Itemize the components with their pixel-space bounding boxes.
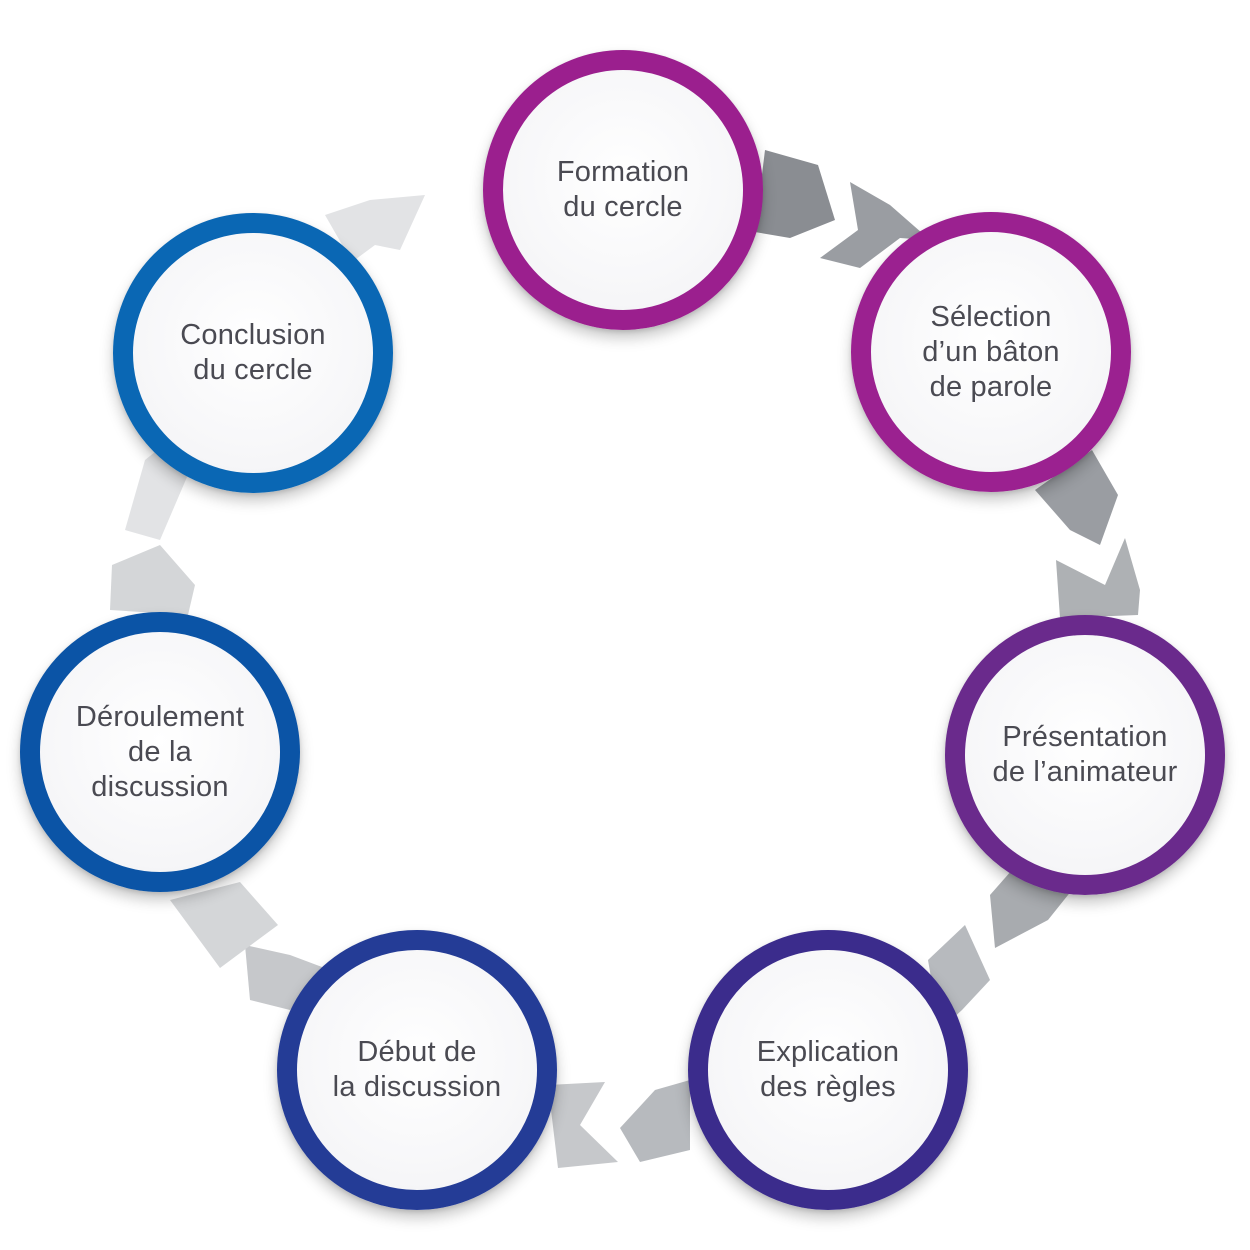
connector-arrow-2b (1056, 538, 1140, 618)
connector-arrow-4 (620, 1080, 690, 1162)
connector-arrow-1 (755, 150, 835, 238)
step-explication-regles: Explication des règles (688, 930, 968, 1210)
step-label: Explication des règles (756, 1036, 900, 1103)
step-selection-baton-de-parole: Sélection d’un bâton de parole (851, 212, 1131, 492)
connector-arrow-4b (548, 1082, 618, 1168)
step-conclusion-du-cercle: Conclusion du cercle (113, 213, 393, 493)
step-label: Formation du cercle (556, 156, 690, 223)
connector-arrow-5b (170, 882, 278, 968)
step-label: Conclusion du cercle (180, 319, 326, 386)
connector-arrow-1b (820, 182, 930, 268)
connector-arrow-5 (245, 945, 330, 1010)
step-label: Sélection d’un bâton de parole (922, 300, 1060, 403)
step-presentation-animateur: Présentation de l’animateur (945, 615, 1225, 895)
step-label: Début de la discussion (332, 1036, 502, 1103)
connector-arrow-6 (110, 545, 195, 615)
connector-arrow-2 (1035, 450, 1118, 545)
step-label: Présentation de l’animateur (992, 721, 1178, 788)
step-label: Déroulement de la discussion (75, 700, 245, 803)
connector-arrow-7 (325, 195, 425, 262)
step-debut-discussion: Début de la discussion (277, 930, 557, 1210)
step-deroulement-discussion: Déroulement de la discussion (20, 612, 300, 892)
step-formation-du-cercle: Formation du cercle (483, 50, 763, 330)
